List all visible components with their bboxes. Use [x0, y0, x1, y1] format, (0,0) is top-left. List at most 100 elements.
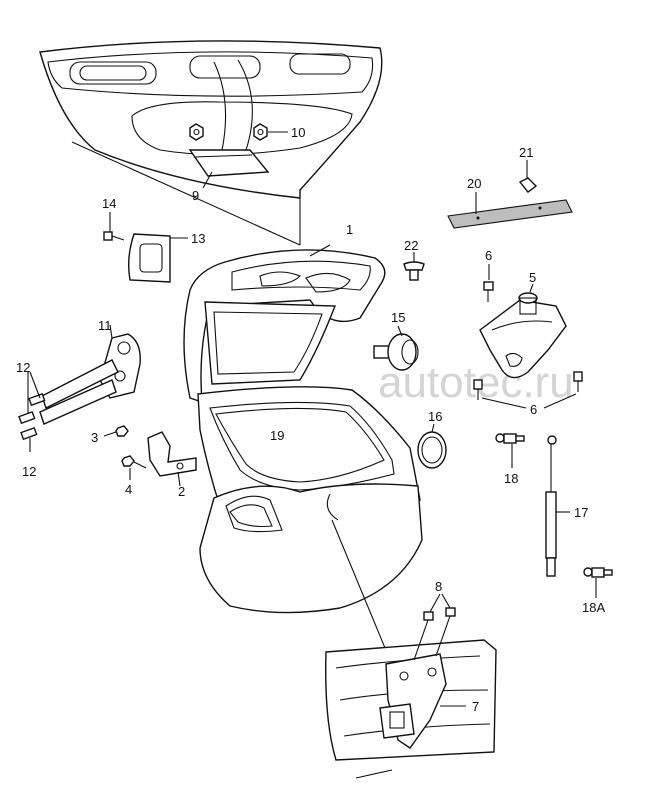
leader-8b: [441, 593, 451, 609]
screw-6-right-head: [573, 371, 583, 382]
callout-10: 10: [291, 125, 305, 140]
buffer-22: [403, 252, 425, 281]
clip-21: [518, 160, 538, 193]
bumper-panel: [199, 483, 423, 614]
screw-14-shaft: [111, 235, 125, 241]
callout-7: 7: [472, 699, 479, 714]
tailgate-top-rail: [231, 260, 371, 291]
hinge-pivot: [117, 341, 131, 355]
screw-8-b-head: [445, 607, 456, 617]
lock-5-edge: [491, 320, 553, 331]
callout-labels: 1 2 3 4 5 6 6 7 8 9 10 11 12 12 13 14 15…: [16, 125, 605, 714]
callout-12-top: 12: [16, 360, 30, 375]
switch-face: [139, 243, 163, 273]
striker-detail-base: [355, 769, 393, 779]
bumper-light-inner: [229, 504, 273, 528]
ball-stud-18A-ball: [583, 567, 593, 577]
screw-8-a-shaft: [413, 619, 429, 661]
leader-1: [309, 244, 331, 257]
bolt-12-a: [18, 392, 46, 425]
ball-stud-18-ball: [495, 433, 505, 443]
screw-6-left: [473, 379, 483, 400]
callout-5: 5: [529, 270, 536, 285]
detail-callout-left: [71, 141, 301, 246]
callout-22: 22: [404, 238, 418, 253]
actuator-15-cap: [401, 339, 419, 365]
pull-handle-ridge: [193, 154, 253, 158]
buffer-22-cap: [403, 261, 425, 271]
ball-stud-18-hex: [503, 433, 517, 444]
ball-stud-18A: [583, 567, 613, 598]
callout-9: 9: [192, 188, 199, 203]
trim-panel-upper-strip: [47, 51, 374, 97]
hinge-hole: [114, 370, 126, 382]
gas-strut-top-eye: [547, 435, 557, 445]
tailgate-opening-b: [305, 272, 351, 293]
screw-8-a-head: [423, 611, 434, 621]
lock-5: [479, 283, 567, 379]
seal-19-inner: [215, 407, 385, 483]
bolt-12-b: [20, 426, 38, 441]
trim-panel-slot-center: [189, 55, 261, 79]
callout-2: 2: [178, 484, 185, 499]
clip-nut-a: [189, 123, 204, 141]
bumper-lock-slot: [326, 493, 339, 521]
callout-13: 13: [191, 231, 205, 246]
callout-18A: 18A: [582, 600, 605, 615]
gas-strut-17: [545, 435, 570, 577]
striker-detail: [325, 639, 497, 779]
ball-stud-18-thread: [515, 435, 525, 442]
striker-7-hole-a: [399, 671, 409, 681]
leader-2: [177, 471, 181, 487]
leader-16: [431, 423, 435, 433]
handle-cable-left: [213, 61, 227, 151]
nut-3: [103, 425, 129, 437]
hinge-arm-upper: [41, 359, 119, 409]
callout-1: 1: [346, 222, 353, 237]
screw-4: [121, 455, 147, 480]
ball-stud-18A-thread: [603, 569, 613, 576]
clip-nut-10: [253, 123, 268, 141]
callout-6-bottom: 6: [530, 402, 537, 417]
lock-5-latch: [505, 352, 523, 367]
lock-leader: [331, 519, 391, 661]
switch-housing: [127, 233, 171, 283]
leader-8a: [429, 593, 441, 613]
leader-6b-right: [543, 393, 577, 409]
lock-5-cylinder-side: [519, 297, 537, 315]
striker-7-loop: [379, 703, 415, 739]
switch-13: [127, 233, 188, 283]
leader-11: [109, 324, 113, 339]
leader-3: [103, 431, 117, 437]
strip-20-body: [447, 199, 573, 229]
tailgate-assembly: [183, 244, 423, 661]
gas-strut-end: [546, 557, 556, 577]
screw-8-a: [413, 611, 434, 661]
strip-20-dot-a: [476, 216, 480, 220]
bracket-2-hole: [176, 462, 184, 470]
buffer-22-stem: [409, 269, 419, 281]
screw-4-shaft: [133, 461, 147, 469]
bracket-2: [147, 431, 197, 487]
leader-6b-left: [481, 397, 527, 409]
leader-9: [202, 171, 213, 189]
hinge-arm-lower: [39, 379, 117, 425]
screw-6-top: [483, 264, 494, 302]
callout-21: 21: [519, 145, 533, 160]
screw-8-b: [435, 607, 456, 657]
actuator-15: [373, 325, 419, 371]
bumper-light-recess: [225, 495, 283, 533]
striker-7-hole-b: [427, 667, 437, 677]
clip-21-body: [518, 177, 538, 193]
screw-14: [103, 212, 125, 241]
ball-stud-18A-hex: [591, 567, 605, 578]
trim-panel-slot-left: [69, 61, 157, 85]
callout-17: 17: [574, 505, 588, 520]
tailgate-opening-a: [259, 271, 301, 287]
seal-ring-16: [417, 423, 447, 469]
lock-5-body: [479, 299, 567, 379]
tailgate-window-glass: [213, 311, 323, 375]
screw-6-left-head: [473, 379, 483, 390]
callout-8: 8: [435, 579, 442, 594]
seal-19: [209, 401, 395, 491]
